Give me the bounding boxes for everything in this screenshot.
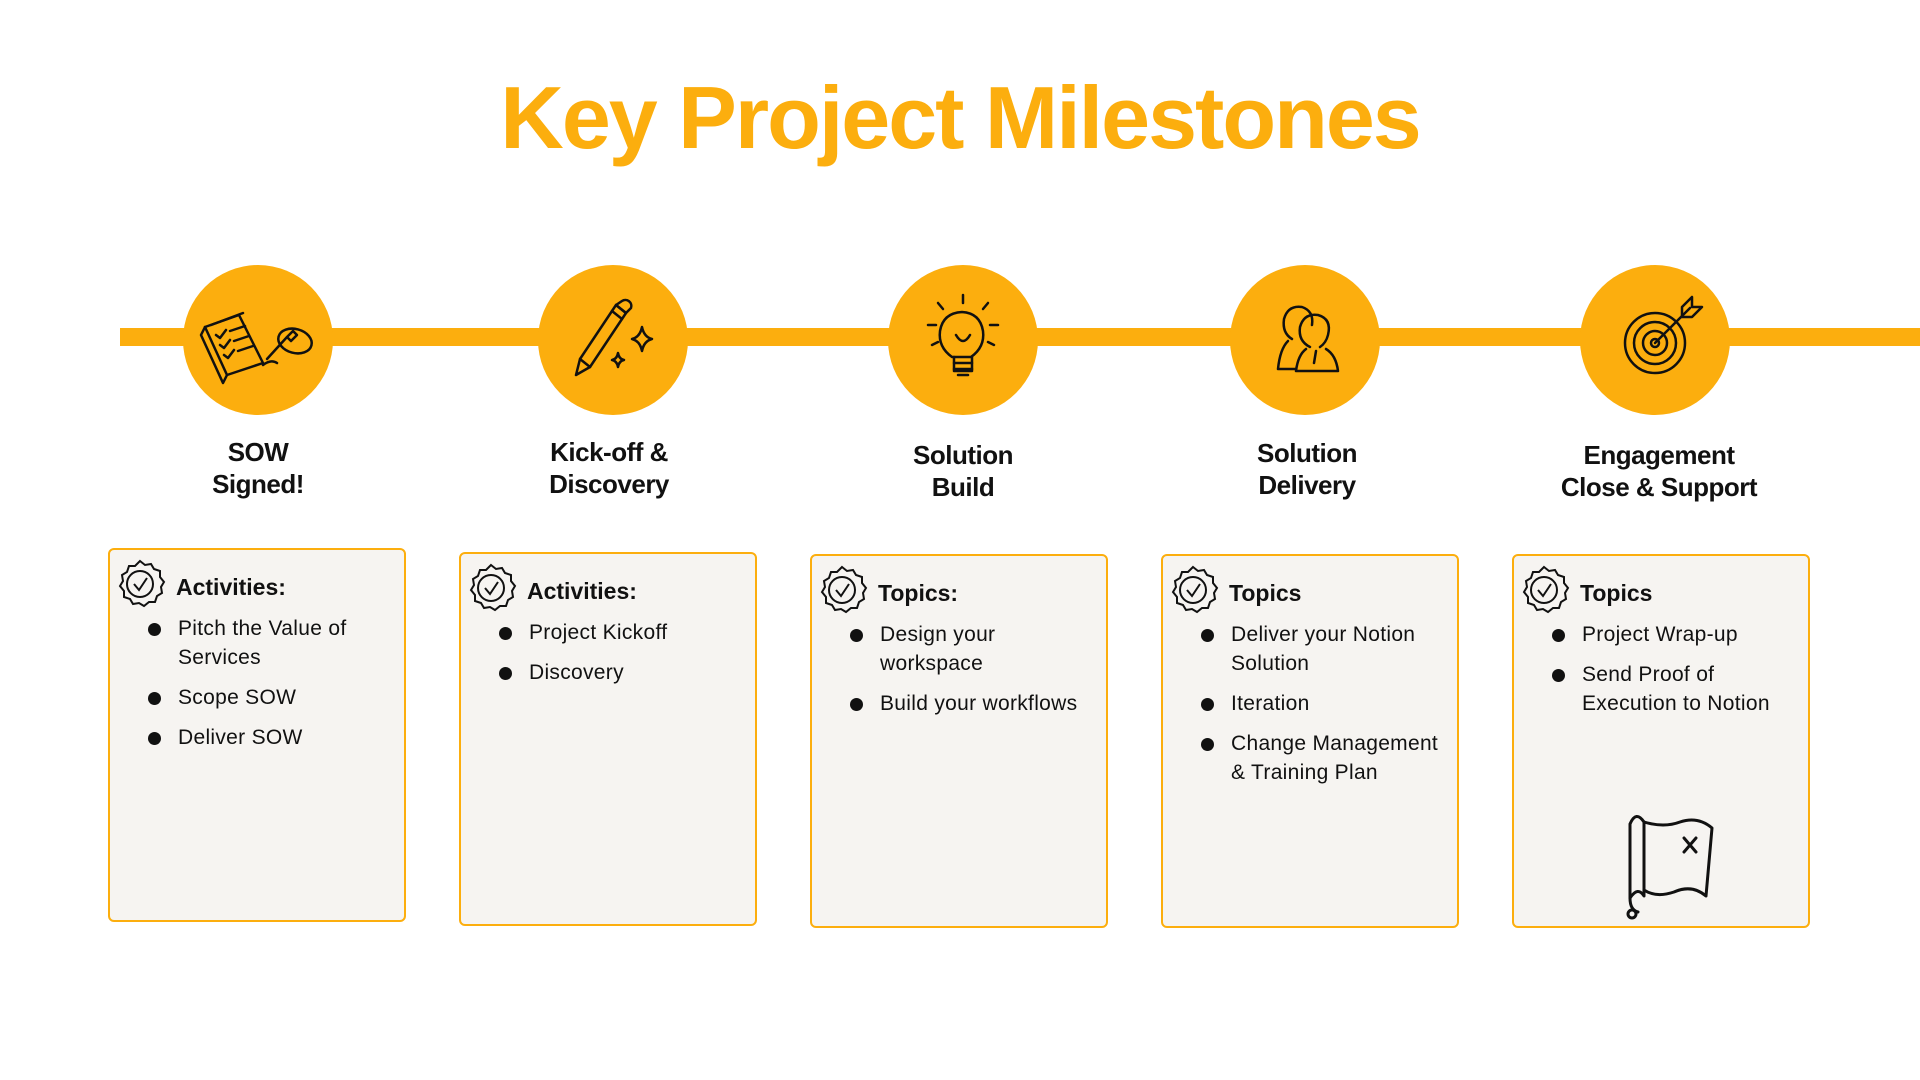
list-item: Send Proof of Execution to Notion (1552, 660, 1802, 718)
lightbulb-icon (926, 293, 1000, 377)
list-item: Deliver SOW (148, 723, 398, 752)
card-list: Pitch the Value of Services Scope SOW De… (148, 614, 398, 763)
list-item: Deliver your Notion Solution (1201, 620, 1451, 678)
list-item: Design your workspace (850, 620, 1100, 678)
card-list: Project Kickoff Discovery (499, 618, 749, 698)
pencil-sparkle-icon (574, 298, 654, 377)
list-item: Change Management & Training Plan (1201, 729, 1451, 787)
card-heading: Topics: (878, 580, 959, 606)
target-icon (1623, 295, 1704, 375)
list-item: Project Kickoff (499, 618, 749, 647)
check-badge-icon (1171, 565, 1219, 614)
milestone-card-build: Topics: Design your workspace Build your… (810, 554, 1108, 928)
milestone-circle-delivery (1230, 265, 1380, 415)
card-list: Deliver your Notion Solution Iteration C… (1201, 620, 1451, 798)
list-item: Discovery (499, 658, 749, 687)
check-badge-icon (118, 559, 166, 608)
milestone-label-kickoff: Kick-off &Discovery (549, 437, 669, 499)
card-heading: Activities: (527, 578, 637, 604)
milestone-circle-build (888, 265, 1038, 415)
card-heading: Topics (1229, 580, 1302, 606)
milestone-circle-kickoff (538, 265, 688, 415)
check-badge-icon (469, 563, 517, 612)
check-badge-icon (1522, 565, 1570, 614)
list-item: Project Wrap-up (1552, 620, 1802, 649)
signed-document-icon (199, 311, 313, 385)
people-icon (1276, 305, 1340, 373)
page-title: Key Project Milestones (500, 68, 1421, 167)
list-item: Iteration (1201, 689, 1451, 718)
list-item: Pitch the Value of Services (148, 614, 398, 672)
card-list: Project Wrap-up Send Proof of Execution … (1552, 620, 1802, 729)
milestone-card-sow: Activities: Pitch the Value of Services … (108, 548, 406, 922)
treasure-map-icon (1626, 815, 1714, 920)
list-item: Build your workflows (850, 689, 1100, 718)
card-heading: Activities: (176, 574, 286, 600)
milestone-card-kickoff: Activities: Project Kickoff Discovery (459, 552, 757, 926)
milestone-card-close: Topics Project Wrap-up Send Proof of Exe… (1512, 554, 1810, 928)
card-heading: Topics (1580, 580, 1653, 606)
check-badge-icon (820, 565, 868, 614)
milestone-circle-close (1580, 265, 1730, 415)
milestone-card-delivery: Topics Deliver your Notion Solution Iter… (1161, 554, 1459, 928)
milestone-circle-sow (183, 265, 333, 415)
list-item: Scope SOW (148, 683, 398, 712)
card-list: Design your workspace Build your workflo… (850, 620, 1100, 729)
